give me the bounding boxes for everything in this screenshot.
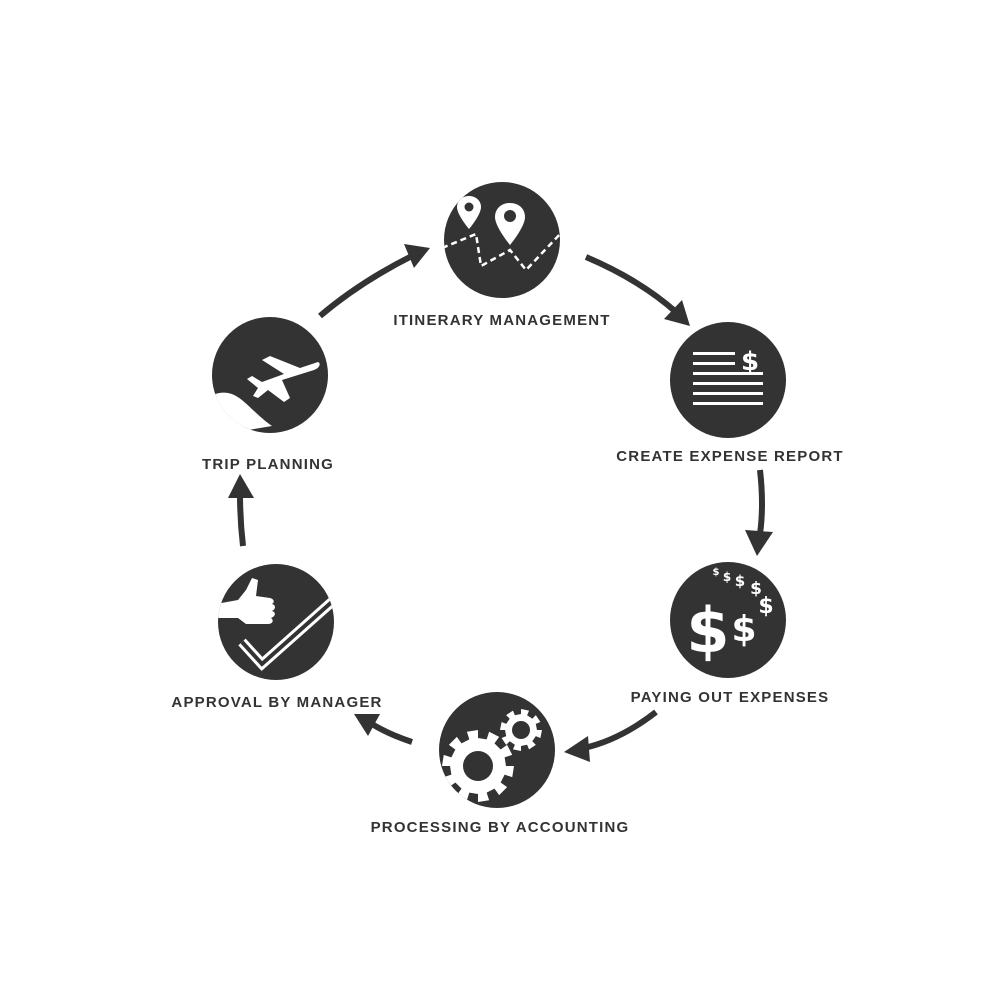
step-label: CREATE EXPENSE REPORT (616, 448, 843, 465)
step-trip-planning: TRIP PLANNING (202, 317, 334, 473)
step-label: ITINERARY MANAGEMENT (393, 312, 610, 329)
expense-report-icon: $ (693, 347, 763, 405)
svg-text:$: $ (758, 594, 773, 619)
arrow-processing-to-approval (354, 714, 413, 745)
step-approval-by-manager: APPROVAL BY MANAGER (171, 564, 382, 711)
arrow-paying-to-processing (564, 709, 658, 762)
gears-icon (442, 709, 542, 802)
arrow-trip-to-itinerary (318, 244, 430, 319)
thumbs-up-check-icon (218, 578, 334, 672)
step-label: APPROVAL BY MANAGER (171, 694, 382, 711)
step-label: TRIP PLANNING (202, 456, 334, 473)
arrow-itinerary-to-report (584, 254, 690, 326)
step-paying-out-expenses: $ $ $ $ $ $ $ PAYING OUT EXPENSES (631, 562, 830, 706)
svg-text:$: $ (713, 567, 720, 578)
step-label: PAYING OUT EXPENSES (631, 689, 830, 706)
arrow-approval-to-trip (228, 474, 254, 547)
svg-text:$: $ (731, 609, 756, 650)
step-create-expense-report: $ CREATE EXPENSE REPORT (616, 322, 843, 465)
svg-text:$: $ (723, 570, 731, 584)
step-itinerary-management: ITINERARY MANAGEMENT (393, 182, 610, 329)
svg-text:$: $ (741, 347, 759, 377)
svg-text:$: $ (750, 579, 762, 599)
step-label: PROCESSING BY ACCOUNTING (371, 819, 630, 836)
svg-text:$: $ (686, 594, 729, 667)
dollar-signs-icon: $ $ $ $ $ $ $ (686, 567, 773, 667)
step-node (670, 322, 786, 438)
arrow-report-to-paying (745, 469, 773, 556)
step-processing-by-accounting: PROCESSING BY ACCOUNTING (371, 692, 630, 836)
step-node (670, 562, 786, 678)
svg-text:$: $ (735, 572, 745, 590)
map-route-icon (444, 196, 560, 272)
